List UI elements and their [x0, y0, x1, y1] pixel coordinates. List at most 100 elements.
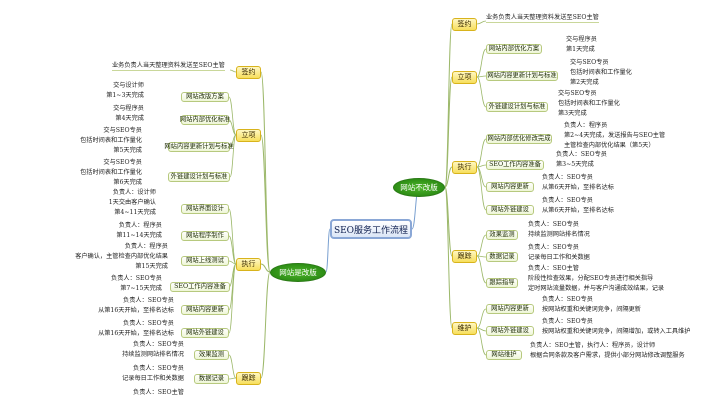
right-setup-item[interactable]: 外链建设计划与标准 [486, 102, 548, 112]
note: 第1~3天完成 [106, 92, 144, 99]
connector [476, 164, 487, 168]
note: 从第6天开始，至排名达标 [542, 184, 614, 191]
right-cat-sign[interactable]: 签约 [452, 18, 477, 31]
note: 定时网站流量数据，并与客户沟通成效结果，记录 [528, 285, 665, 292]
connector [444, 166, 453, 188]
note: 按网站权重和关键词竞争，间隔增加，或转入工具维护 [542, 328, 691, 335]
note: 包括时间表和工作量化 [558, 100, 620, 107]
connector [444, 23, 453, 188]
note: 记录每日工作和关数据 [122, 375, 184, 382]
left-cat-sign[interactable]: 签约 [236, 66, 261, 79]
note: 负责人：设计师 [112, 189, 156, 196]
right-exec-item[interactable]: 网站外链建设 [486, 205, 534, 215]
left-exec-item[interactable]: 网站程序制作 [181, 231, 229, 241]
connector [476, 234, 487, 257]
note: 从第16天开始，至排名达标 [98, 307, 174, 314]
note: 负责人：SEO主管 [133, 389, 184, 396]
connector [228, 354, 237, 379]
right-cat-exec[interactable]: 执行 [452, 161, 477, 174]
note: 负责人：SEO专员 [111, 275, 162, 282]
left-setup-item[interactable]: 外链建设计划与标准 [168, 172, 230, 182]
note: 负责人：程序员 [564, 122, 608, 129]
right-exec-item[interactable]: 网站内容更新 [486, 182, 534, 192]
left-exec-item[interactable]: SEO工作内容准备 [170, 282, 230, 292]
left-track-item[interactable]: 效果监测 [194, 350, 229, 360]
left-exec-item[interactable]: 网站上线测试 [181, 256, 229, 266]
connector [476, 75, 487, 78]
connector [228, 235, 237, 265]
note: 交与SEO专员 [103, 159, 142, 166]
central-topic[interactable]: SEO服务工作流程 [330, 219, 412, 239]
note: 负责人：程序员 [124, 243, 168, 250]
left-exec-item[interactable]: 网站界面设计 [181, 204, 229, 214]
right-track-item[interactable]: 跟踪指导 [486, 278, 518, 288]
note: 第1天完成 [566, 46, 595, 53]
right-setup-item[interactable]: 网站内容更新计划与标准 [486, 71, 558, 81]
note: 第2天完成 [570, 79, 599, 86]
connector [476, 327, 487, 356]
branch-redesign[interactable]: 网站是改版 [270, 263, 326, 282]
connector [476, 308, 487, 329]
note: 包括时间表和工作量化 [80, 169, 142, 176]
right-exec-item[interactable]: 网站内部优化修改完成 [486, 134, 552, 144]
left-setup-item[interactable]: 网站内容更新计划与标准 [164, 142, 234, 152]
connector [476, 166, 487, 188]
left-exec-item[interactable]: 网站外链建设 [181, 328, 229, 338]
note: 负责人：程序员 [118, 222, 162, 229]
note: 负责人：SEO专员 [528, 221, 579, 228]
connector [260, 134, 271, 273]
note: 从第16天开始，至排名达标 [98, 330, 174, 337]
note: 第2~4天完成，发送报告与SEO主管 [564, 132, 666, 139]
left-cat-track[interactable]: 跟踪 [236, 372, 261, 385]
note: 阶段性检查效果，分配SEO专员进行相关指导 [528, 275, 654, 282]
connector [228, 119, 237, 136]
left-track-item[interactable]: 数据记录 [194, 374, 229, 384]
note: 负责人：SEO专员 [542, 318, 593, 325]
left-exec-item[interactable]: 网站内容更新 [181, 305, 229, 315]
connector [476, 255, 487, 258]
note: 第6天完成 [113, 179, 142, 186]
note: 按网站权重和关键词竞争，间隔更新 [542, 306, 641, 313]
note: 负责人：SEO专员 [556, 151, 607, 158]
right-cat-track[interactable]: 跟踪 [452, 250, 477, 263]
right-cat-setup[interactable]: 立项 [452, 71, 477, 84]
note: 主管检查内部优化结果（第5天） [564, 142, 655, 149]
left-setup-item[interactable]: 网站改版方案 [181, 92, 229, 102]
connector [228, 208, 237, 265]
right-exec-item[interactable]: SEO工作内容准备 [486, 160, 544, 170]
right-setup-item[interactable]: 网站内部优化方案 [486, 44, 542, 54]
right-maintain-item[interactable]: 网站外链建设 [486, 326, 534, 336]
right-track-item[interactable]: 数据记录 [486, 252, 518, 262]
connector [260, 263, 271, 273]
left-cat-exec[interactable]: 执行 [236, 258, 261, 271]
note: 负责人：SEO专员 [542, 197, 593, 204]
note: 客户确认，主管检查内部优化结果 [75, 253, 168, 260]
note: 负责人：SEO专员 [542, 296, 593, 303]
note: 第11~14天完成 [116, 232, 162, 239]
note: 从第6天开始，至排名达标 [542, 207, 614, 214]
right-sign-note: 业务负责人当天整理资料发送至SEO主管 [486, 14, 599, 24]
note: 第4~11天完成 [114, 209, 156, 216]
left-cat-setup[interactable]: 立项 [236, 129, 261, 142]
note: 第4天完成 [115, 115, 144, 122]
right-cat-maintain[interactable]: 维护 [452, 322, 477, 335]
note: 交与设计师 [113, 82, 144, 89]
connector [476, 166, 487, 211]
note: 交与程序员 [113, 105, 144, 112]
connector [228, 96, 237, 136]
note: 第7~15天完成 [120, 285, 162, 292]
right-track-item[interactable]: 效果监测 [486, 230, 518, 240]
note: 包括时间表和工作量化 [570, 69, 632, 76]
connector [444, 186, 453, 329]
connector [476, 255, 487, 284]
branch-no-redesign[interactable]: 网站不改版 [393, 178, 445, 197]
note: 交与程序员 [566, 36, 597, 43]
note: 负责人：SEO专员 [528, 244, 579, 251]
connector [325, 228, 331, 273]
connector [476, 48, 487, 78]
note: 第15天完成 [135, 263, 168, 270]
right-maintain-item[interactable]: 网站维护 [486, 350, 522, 360]
right-maintain-item[interactable]: 网站内容更新 [486, 304, 534, 314]
left-setup-item[interactable]: 网站内部优化标准 [180, 115, 230, 125]
